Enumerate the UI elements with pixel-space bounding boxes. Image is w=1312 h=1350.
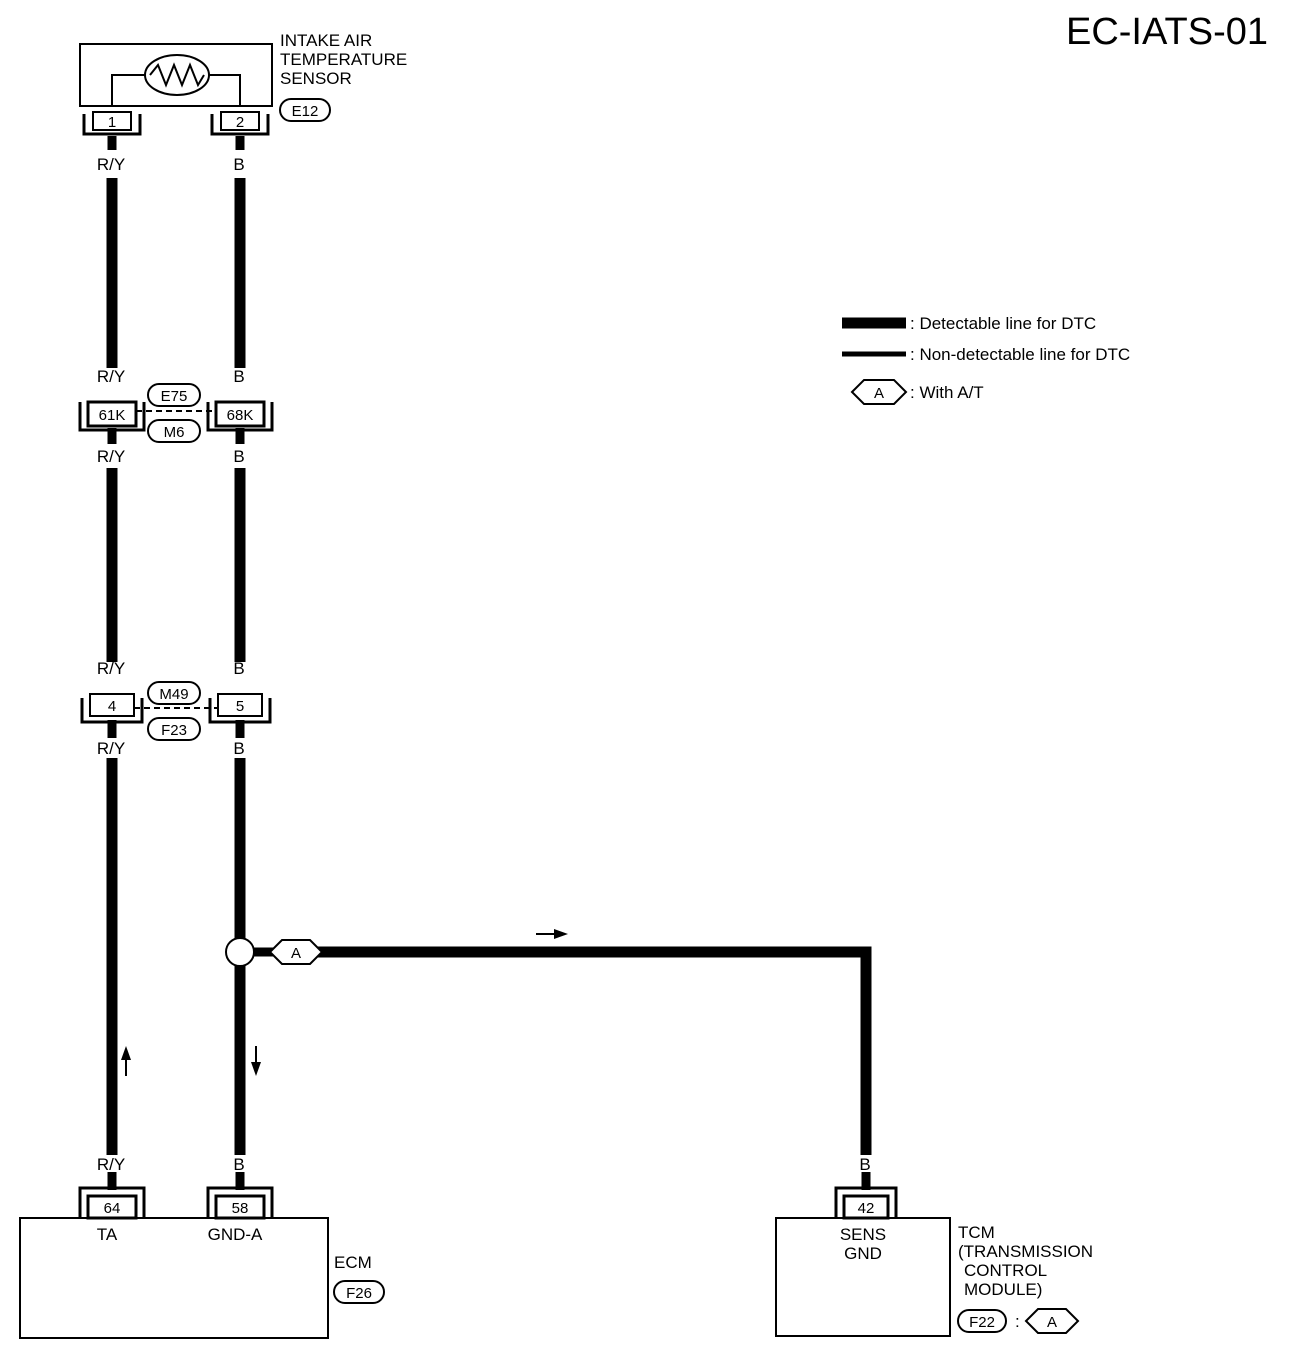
tcm-name-line1: TCM [958,1223,995,1242]
arrow-up-icon [121,1046,131,1076]
legend-option-marker [850,379,908,405]
svg-text:A: A [1047,1314,1057,1331]
svg-text:R/Y: R/Y [97,659,125,678]
svg-text:R/Y: R/Y [97,739,125,758]
svg-text:B: B [233,447,244,466]
junction-connector-m49-f23: 4 5 M49 F23 [80,681,272,741]
svg-text:B: B [233,1155,244,1174]
svg-text:A: A [874,385,884,402]
sensor-name-line2: TEMPERATURE [280,50,407,69]
tcm-name-line2: (TRANSMISSION [958,1242,1093,1261]
sensor-name-line1: INTAKE AIR [280,31,372,50]
splice-point [225,937,255,967]
junction2-pin-right: 5 [236,698,244,715]
sensor-connector-badge [279,98,331,122]
page-title: EC-IATS-01 [1066,11,1268,53]
svg-text:R/Y: R/Y [97,367,125,386]
intake-air-temperature-sensor: INTAKE AIR TEMPERATURE SENSOR E12 [79,31,407,122]
signal-direction-arrows [121,929,568,1076]
wire-tcm-branch [254,946,872,1190]
svg-text:R/Y: R/Y [97,1155,125,1174]
arrow-down-icon [251,1046,261,1076]
junction1-pin-right: 68K [227,407,254,424]
svg-text:B: B [859,1155,870,1174]
tcm-name-line4: MODULE) [964,1280,1042,1299]
ecm-terminal-gnd-a: GND-A [208,1225,263,1244]
svg-text:B: B [233,739,244,758]
junction1-connector-top: E75 [161,388,188,405]
svg-text:R/Y: R/Y [97,447,125,466]
legend-with-at: : With A/T [910,383,984,402]
tcm-separator: : [1015,1312,1020,1331]
tcm-terminal-line2: GND [844,1244,882,1263]
sensor-name-line3: SENSOR [280,69,352,88]
ecm-module: 64 58 TA GND-A ECM F26 [19,1186,385,1339]
tcm-connector-id: F22 [969,1314,995,1331]
svg-text:2: 2 [236,114,244,131]
junction1-connector-bottom: M6 [164,424,185,441]
legend-detectable: : Detectable line for DTC [910,314,1096,333]
junction1-pin-left: 61K [99,407,126,424]
branch-marker-with-at: A [268,939,324,965]
legend: : Detectable line for DTC : Non-detectab… [842,314,1130,405]
svg-text:A: A [291,945,301,962]
ecm-connector-id: F26 [346,1285,372,1302]
tcm-name-line3: CONTROL [964,1261,1047,1280]
ecm-name: ECM [334,1253,372,1272]
ecm-terminal-ta: TA [97,1225,118,1244]
svg-text:1: 1 [108,114,116,131]
legend-non-detectable: : Non-detectable line for DTC [910,345,1130,364]
svg-text:B: B [233,659,244,678]
svg-text:B: B [233,155,244,174]
svg-text:B: B [233,367,244,386]
ecm-pin-right: 58 [232,1200,249,1217]
junction2-pin-left: 4 [108,698,116,715]
junction2-connector-bottom: F23 [161,722,187,739]
sensor-pin-2: 2 [210,111,270,136]
tcm-terminal-line1: SENS [840,1225,886,1244]
tcm-module: 42 SENS GND TCM (TRANSMISSION CONTROL MO… [775,1186,1093,1337]
junction-connector-e75-m6: 61K 68K E75 M6 [78,383,274,443]
tcm-option-marker [1024,1308,1080,1334]
arrow-right-icon [536,929,568,939]
sensor-pin-1: 1 [82,111,142,136]
ecm-pin-left: 64 [104,1200,121,1217]
tcm-pin: 42 [858,1200,875,1217]
wire-color-labels: R/Y B R/Y B R/Y B R/Y B R/Y B R/Y B B [97,155,871,1174]
junction2-connector-top: M49 [159,686,188,703]
sensor-connector-id: E12 [292,103,319,120]
svg-text:R/Y: R/Y [97,155,125,174]
